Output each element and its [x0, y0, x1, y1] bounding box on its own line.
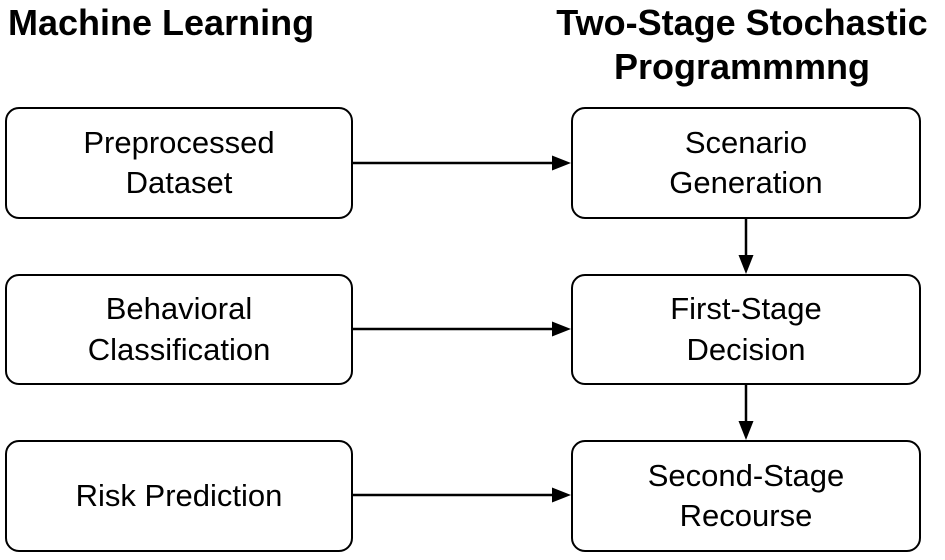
arrow-scenario-to-first-stage — [738, 219, 754, 274]
box-label: Second-Stage Recourse — [647, 457, 845, 533]
box-label: Scenario Generation — [669, 124, 823, 200]
box-scenario-generation: Scenario Generation — [571, 107, 921, 219]
box-label: Preprocessed Dataset — [83, 124, 275, 200]
arrow-risk-to-second-stage — [353, 487, 571, 503]
box-first-stage-decision: First-Stage Decision — [571, 274, 921, 385]
box-preprocessed-dataset: Preprocessed Dataset — [5, 107, 353, 219]
box-label: Behavioral Classification — [87, 291, 271, 367]
arrow-first-stage-to-second-stage — [738, 385, 754, 440]
arrow-behavioral-to-first-stage — [353, 321, 571, 337]
box-label: Risk Prediction — [75, 477, 283, 513]
column-header-two-stage-stochastic-programming: Two-Stage Stochastic Programmmng — [556, 2, 928, 87]
box-label: First-Stage Decision — [670, 291, 822, 367]
arrow-preprocessed-to-scenario — [353, 155, 571, 171]
column-header-machine-learning: Machine Learning — [8, 2, 315, 43]
box-behavioral-classification: Behavioral Classification — [5, 274, 353, 385]
box-second-stage-recourse: Second-Stage Recourse — [571, 440, 921, 552]
box-risk-prediction: Risk Prediction — [5, 440, 353, 552]
